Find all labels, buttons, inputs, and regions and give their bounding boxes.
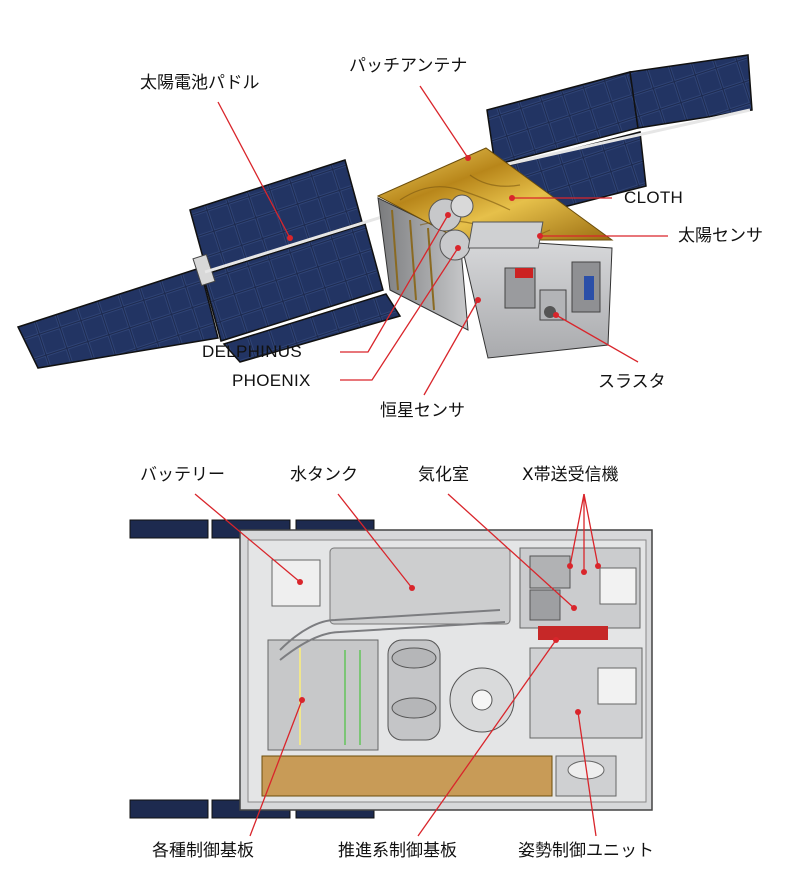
label-cloth: CLOTH [624,188,684,207]
upper-leader-dots [287,155,559,318]
label-x-band-transceiver: X帯送受信機 [522,465,619,485]
label-battery: バッテリー [140,465,225,485]
left-solar-paddle [16,159,402,369]
internal-layout [129,519,653,819]
label-vaporizer: 気化室 [418,465,469,485]
label-thruster: スラスタ [598,372,666,392]
lower-leader-dots [297,563,601,715]
satellite-body [376,147,614,359]
label-attitude-unit: 姿勢制御ユニット [518,841,654,861]
label-propulsion-board: 推進系制御基板 [338,841,457,861]
label-star-tracker: 恒星センサ [380,401,465,421]
label-control-boards: 各種制御基板 [152,841,254,861]
label-water-tank: 水タンク [290,465,358,485]
label-solar-paddle: 太陽電池パドル [140,73,260,93]
label-phoenix: PHOENIX [232,371,311,390]
label-delphinus: DELPHINUS [202,342,303,361]
upper-leader-lines [217,85,668,396]
label-sun-sensor: 太陽センサ [678,226,763,246]
lower-leader-lines [194,493,599,837]
label-patch-antenna: パッチアンテナ [349,56,468,76]
